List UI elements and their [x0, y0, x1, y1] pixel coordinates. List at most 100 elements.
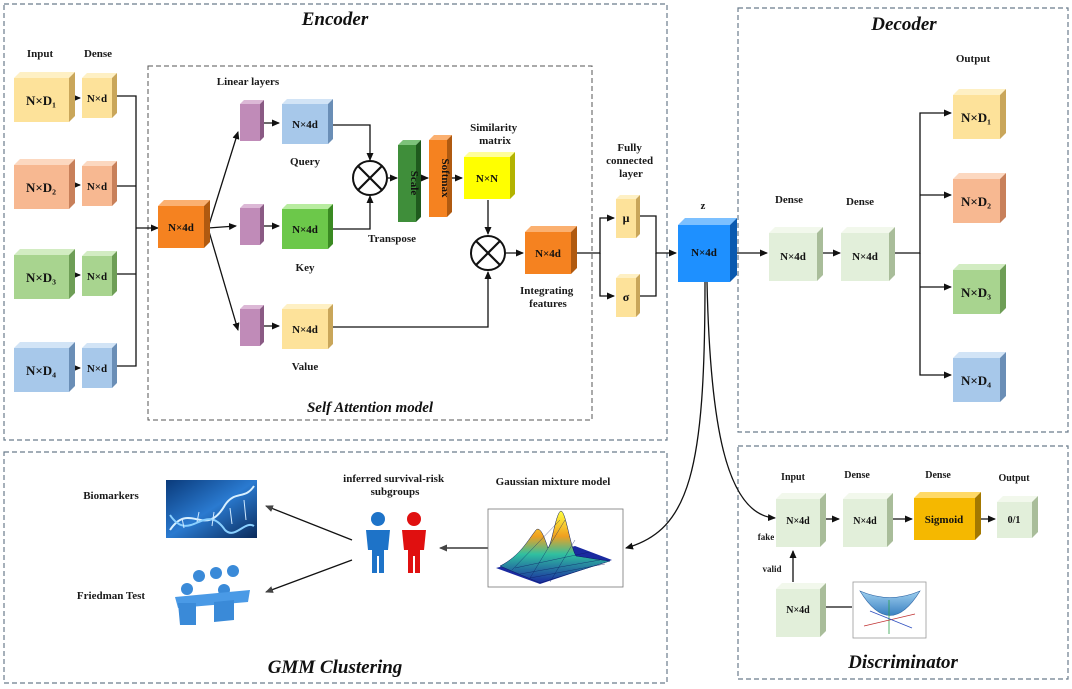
- input-block-d3: N×D₃: [14, 249, 75, 299]
- subgroups-label: inferred survival-risk subgroups: [343, 473, 447, 498]
- fc-line-3: layer: [619, 168, 643, 180]
- query-box-label: N×4d: [292, 119, 318, 131]
- dense-block-3: N×d: [82, 251, 117, 296]
- sigmoid-label: Sigmoid: [925, 514, 964, 526]
- subgroups-line-2: subgroups: [371, 486, 420, 498]
- query-block: N×4d: [282, 99, 333, 144]
- key-box-label: N×4d: [292, 224, 318, 236]
- scale-label: Scale: [408, 171, 420, 196]
- output-block-d4: N×D₄: [953, 352, 1006, 402]
- output-d4-label: N×D₄: [961, 373, 991, 388]
- disc-output-label: 0/1: [1008, 515, 1021, 526]
- encoder-wires: [69, 94, 677, 372]
- input-d3-label: N×D₃: [26, 270, 56, 285]
- concat-label: N×4d: [168, 222, 194, 234]
- sigma-label: σ: [623, 290, 630, 304]
- integrating-label: Integrating features: [520, 285, 576, 310]
- disc-dense-label: N×4d: [853, 516, 877, 527]
- input-d4-label: N×D₄: [26, 363, 56, 378]
- output-d2-label: N×D₂: [961, 194, 991, 209]
- friedman-label: Friedman Test: [77, 590, 145, 602]
- dense-1-label: N×d: [87, 93, 107, 105]
- value-block: N×4d: [282, 304, 333, 349]
- self-attention-frame: [147, 65, 593, 421]
- query-label: Query: [290, 156, 320, 168]
- softmax-block: Softmax: [429, 135, 452, 217]
- decoder-title: Decoder: [870, 14, 937, 35]
- prior-block: N×4d: [776, 583, 826, 637]
- fc-line-1: Fully: [617, 142, 642, 154]
- disc-input-label: N×4d: [786, 516, 810, 527]
- disc-input-header: Input: [781, 472, 806, 483]
- input-block-d1: N×D₁: [14, 72, 75, 122]
- linear-layer-key: [240, 204, 264, 245]
- gmm-frame: [3, 451, 668, 684]
- latent-box-label: N×4d: [691, 247, 717, 259]
- decoder-dense-header-2: Dense: [846, 196, 874, 208]
- linear-layer-value: [240, 305, 264, 346]
- softmax-label: Softmax: [439, 158, 451, 198]
- disc-dense-header-2: Dense: [925, 470, 951, 481]
- disc-dense-block: N×4d: [843, 493, 893, 547]
- disc-input-block: N×4d: [776, 493, 826, 547]
- subgroups-line-1: inferred survival-risk: [343, 473, 445, 485]
- fake-label: fake: [758, 532, 775, 542]
- sigma-block: σ: [616, 274, 640, 317]
- discriminator-title: Discriminator: [847, 652, 958, 673]
- output-block-d1: N×D₁: [953, 89, 1006, 139]
- decoder-wires: [733, 109, 952, 379]
- similarity-label: Similarity matrix: [470, 122, 520, 147]
- encoder-frame: [3, 3, 668, 441]
- biomarkers-label: Biomarkers: [83, 490, 139, 502]
- dense-3-label: N×d: [87, 271, 107, 283]
- decoder-frame: [737, 7, 1069, 433]
- value-label: Value: [292, 361, 319, 373]
- self-attention-title: Self Attention model: [307, 400, 434, 416]
- mu-label: μ: [623, 211, 630, 225]
- group-meeting-icon: [175, 565, 250, 625]
- scale-block: Scale: [398, 140, 421, 222]
- decoder-output-header: Output: [956, 53, 991, 65]
- encoder-title: Encoder: [301, 9, 369, 30]
- linear-layer-query: [240, 100, 264, 141]
- gmm-wires: [265, 505, 488, 593]
- integrated-block: N×4d: [525, 226, 577, 274]
- dense-block-2: N×d: [82, 161, 117, 206]
- valid-label: valid: [762, 564, 781, 574]
- mu-block: μ: [616, 195, 640, 238]
- gaussian-label: Gaussian mixture model: [496, 476, 611, 488]
- value-box-label: N×4d: [292, 324, 318, 336]
- disc-output-header: Output: [998, 473, 1030, 484]
- input-block-d2: N×D₂: [14, 159, 75, 209]
- fc-line-2: connected: [606, 155, 653, 167]
- person-blue-icon: [366, 512, 390, 573]
- integrating-line-1: Integrating: [520, 285, 574, 297]
- dense-block-1: N×d: [82, 73, 117, 118]
- multiply-operator-2: [470, 235, 506, 271]
- decoder-dense-2-label: N×4d: [852, 251, 878, 263]
- dense-block-4: N×d: [82, 343, 117, 388]
- key-block: N×4d: [282, 204, 333, 249]
- discriminator-frame: [737, 445, 1069, 680]
- output-block-d2: N×D₂: [953, 173, 1006, 223]
- dense-4-label: N×d: [87, 363, 107, 375]
- prior-label: N×4d: [786, 605, 810, 616]
- output-block-d3: N×D₃: [953, 264, 1006, 314]
- sigmoid-block: Sigmoid: [914, 492, 981, 540]
- encoder-input-header: Input: [27, 48, 54, 60]
- latent-block: N×4d: [678, 218, 737, 282]
- fc-label: Fully connected layer: [606, 142, 656, 180]
- decoder-dense-header-1: Dense: [775, 194, 803, 206]
- disc-output-block: 0/1: [997, 496, 1038, 538]
- disc-dense-header-1: Dense: [844, 470, 870, 481]
- similarity-line-1: Similarity: [470, 122, 518, 134]
- decoder-dense-1: N×4d: [769, 227, 823, 281]
- gmm-title: GMM Clustering: [268, 657, 403, 678]
- input-d2-label: N×D₂: [26, 180, 56, 195]
- encoder-dense-header: Dense: [84, 48, 112, 60]
- person-red-icon: [402, 512, 426, 573]
- output-d1-label: N×D₁: [961, 110, 991, 125]
- nxn-label: N×N: [476, 173, 498, 185]
- concat-block: N×4d: [158, 200, 210, 248]
